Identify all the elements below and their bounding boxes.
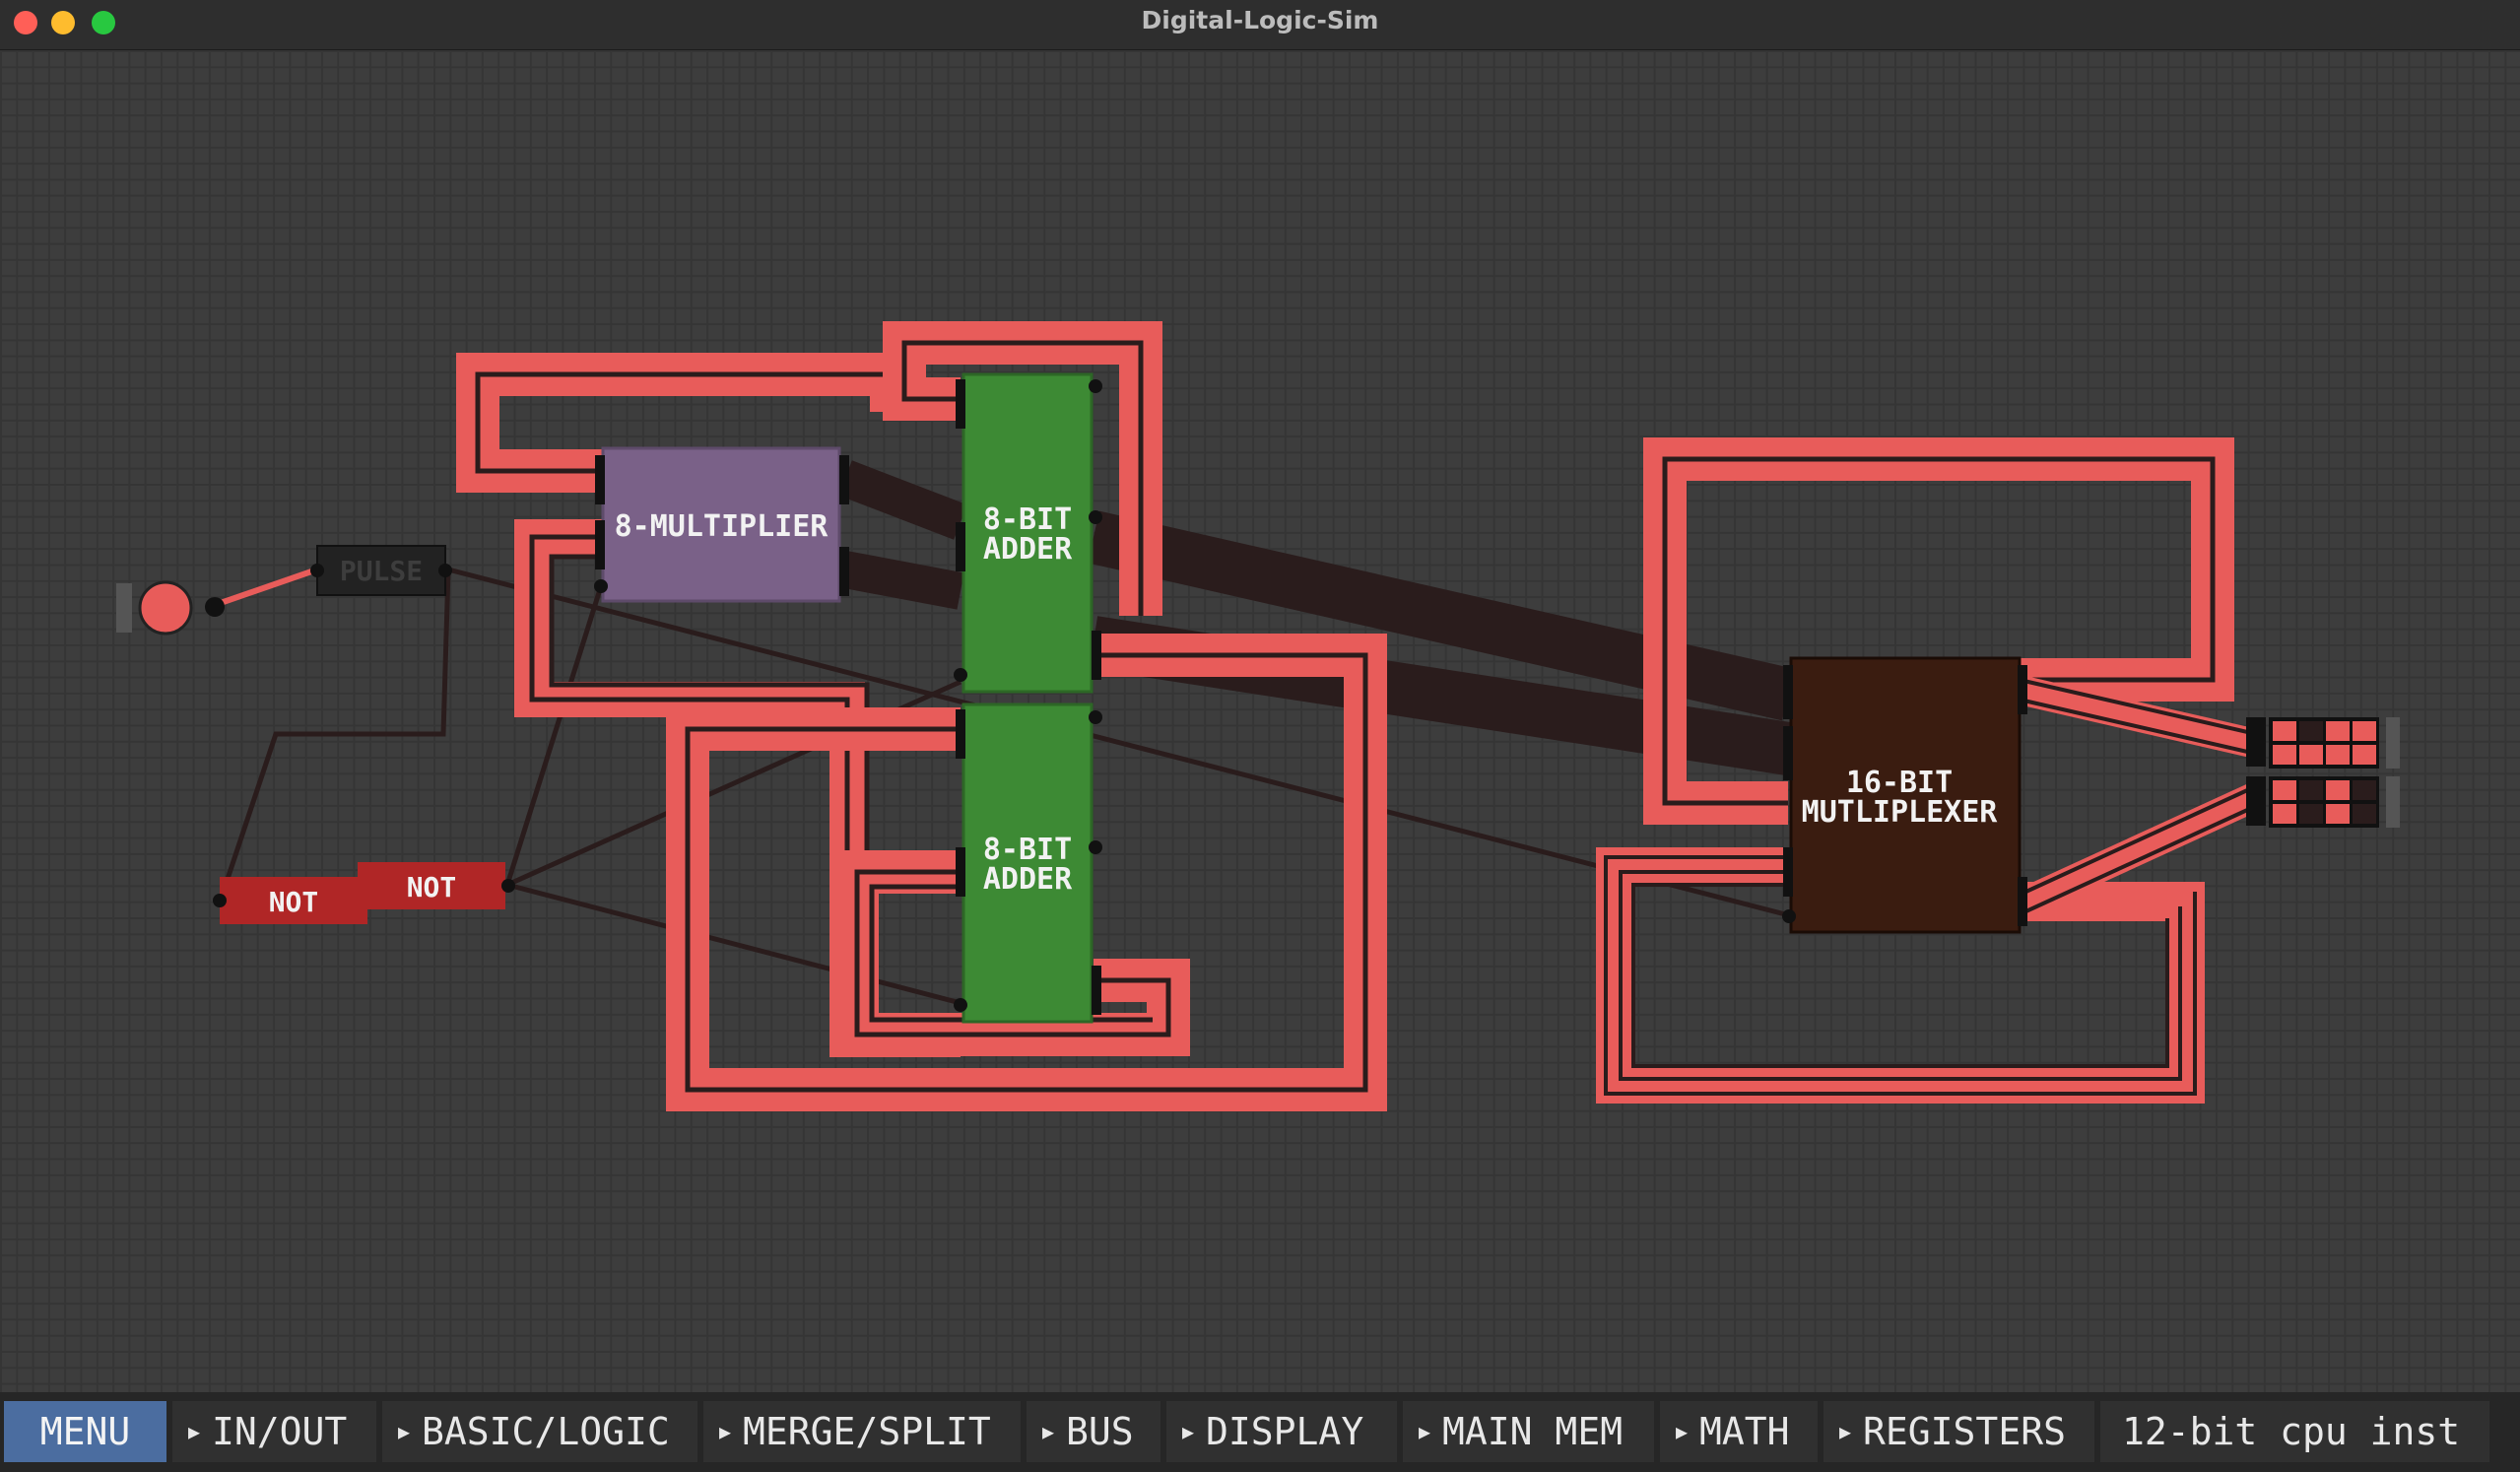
- tab-bus[interactable]: ▶ BUS: [1027, 1401, 1161, 1462]
- multiplier-chip[interactable]: [601, 446, 841, 603]
- not-gate-2[interactable]: [358, 862, 505, 909]
- wire-input-pulse[interactable]: [214, 567, 318, 608]
- menu-button[interactable]: MENU: [4, 1401, 166, 1462]
- bus-mult-adder-2[interactable]: [841, 551, 964, 610]
- tab-basic-logic[interactable]: ▶ BASIC/LOGIC: [382, 1401, 697, 1462]
- tab-registers[interactable]: ▶ REGISTERS: [1824, 1401, 2094, 1462]
- wire-pulse-not[interactable]: [224, 569, 451, 883]
- tab-label: DISPLAY: [1206, 1410, 1364, 1453]
- adder-top-label-1: 8-BIT: [983, 502, 1072, 537]
- input-pin-dot: [205, 597, 225, 617]
- tab-math[interactable]: ▶ MATH: [1660, 1401, 1818, 1462]
- adder-top-chip[interactable]: [962, 372, 1094, 694]
- adder-bottom-chip[interactable]: [962, 703, 1094, 1024]
- adder-bottom-label-2: ADDER: [983, 862, 1073, 897]
- zoom-window-button[interactable]: [92, 11, 115, 34]
- triangle-right-icon: ▶: [719, 1420, 732, 1443]
- triangle-right-icon: ▶: [188, 1420, 201, 1443]
- tab-label: REGISTERS: [1863, 1410, 2066, 1453]
- not-gate-1-label: NOT: [269, 886, 319, 918]
- tab-12-bit-cpu-inst[interactable]: 12-bit cpu inst: [2100, 1401, 2489, 1462]
- tab-label: IN/OUT: [212, 1410, 348, 1453]
- wire-not-adder-2[interactable]: [506, 882, 962, 1006]
- not-gate-1[interactable]: [220, 877, 367, 924]
- multiplier-label: 8-MULTIPLIER: [615, 509, 829, 544]
- red-loops: [456, 321, 2263, 1111]
- bus-mult-adder-1[interactable]: [838, 460, 967, 540]
- wire-not-mult[interactable]: [504, 585, 604, 886]
- triangle-right-icon: ▶: [1839, 1420, 1852, 1443]
- pulse-chip[interactable]: [316, 545, 446, 596]
- pulse-label: PULSE: [340, 555, 423, 587]
- wire-pulse-mux[interactable]: [447, 567, 1794, 919]
- close-window-button[interactable]: [14, 11, 37, 34]
- triangle-right-icon: ▶: [1182, 1420, 1195, 1443]
- minimize-window-button[interactable]: [51, 11, 75, 34]
- circuit-diagram[interactable]: PULSE NOT NOT 8-MULTIPLIER 8-BIT ADDER: [0, 50, 2520, 1392]
- window-title: Digital-Logic-Sim: [1141, 6, 1379, 34]
- chip-toolbar: MENU ▶ IN/OUT ▶ BASIC/LOGIC ▶ MERGE/SPLIT ▶…: [0, 1392, 2520, 1472]
- title-bar: Digital-Logic-Sim: [0, 0, 2520, 50]
- input-pin-handle[interactable]: [116, 583, 132, 633]
- triangle-right-icon: ▶: [398, 1420, 411, 1443]
- tab-merge-split[interactable]: ▶ MERGE/SPLIT: [703, 1401, 1021, 1462]
- circuit-canvas[interactable]: PULSE NOT NOT 8-MULTIPLIER 8-BIT ADDER: [0, 50, 2520, 1392]
- tab-label: MERGE/SPLIT: [743, 1410, 991, 1453]
- adder-bottom-label-1: 8-BIT: [983, 833, 1072, 867]
- adder-top-label-2: ADDER: [983, 532, 1073, 567]
- triangle-right-icon: ▶: [1676, 1420, 1689, 1443]
- loop-mid[interactable]: [514, 519, 961, 1057]
- wire-mux-display-2[interactable]: [2013, 782, 2263, 918]
- output-display-bottom[interactable]: [2246, 776, 2400, 828]
- thin-wires: [224, 567, 1794, 1006]
- tab-label: MAIN MEM: [1442, 1410, 1624, 1453]
- triangle-right-icon: ▶: [1042, 1420, 1055, 1443]
- input-toggle[interactable]: [138, 580, 193, 636]
- tab-label: BUS: [1066, 1410, 1134, 1453]
- tab-label: MATH: [1699, 1410, 1790, 1453]
- loop-mux-bottom[interactable]: [1596, 847, 2205, 1104]
- mux-label-2: MUTLIPLEXER: [1802, 795, 1999, 830]
- tab-display[interactable]: ▶ DISPLAY: [1166, 1401, 1397, 1462]
- mux-chip[interactable]: [1789, 656, 2022, 934]
- not-gate-2-label: NOT: [407, 871, 457, 903]
- tab-label: BASIC/LOGIC: [422, 1410, 670, 1453]
- menu-label: MENU: [39, 1410, 131, 1453]
- tab-label: 12-bit cpu inst: [2122, 1410, 2461, 1453]
- wire-mux-display-1[interactable]: [2016, 675, 2260, 759]
- triangle-right-icon: ▶: [1419, 1420, 1431, 1443]
- tab-in-out[interactable]: ▶ IN/OUT: [172, 1401, 376, 1462]
- tab-main-mem[interactable]: ▶ MAIN MEM: [1403, 1401, 1654, 1462]
- mux-label-1: 16-BIT: [1846, 766, 1953, 800]
- output-display-top[interactable]: [2246, 717, 2400, 769]
